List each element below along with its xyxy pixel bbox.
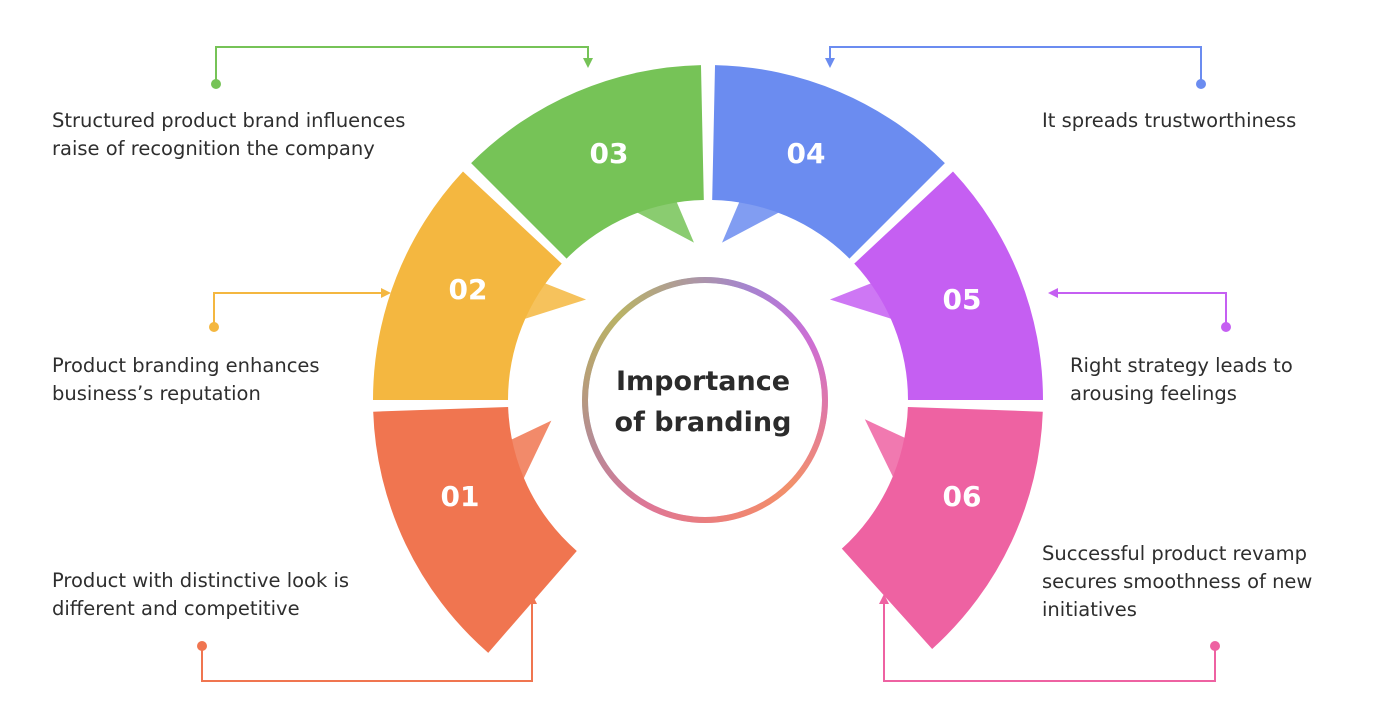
center-hub: Importance of branding <box>582 277 828 523</box>
connector-arrow-icon-02 <box>381 288 391 298</box>
segment-03 <box>471 65 704 259</box>
connector-dot-01 <box>197 641 207 651</box>
connector-dot-06 <box>1210 641 1220 651</box>
connector-line-05 <box>1052 292 1227 327</box>
connector-arrow-icon-05 <box>1048 288 1058 298</box>
segment-number-05: 05 <box>943 283 982 316</box>
segment-numbers: 01 02 03 04 05 06 <box>441 137 982 513</box>
connector-arrow-icon-03 <box>583 58 593 68</box>
connector-dot-03 <box>211 79 221 89</box>
segment-number-03: 03 <box>590 137 629 170</box>
segment-number-04: 04 <box>787 137 826 170</box>
segment-number-02: 02 <box>449 273 488 306</box>
center-title-line1: Importance <box>616 366 790 397</box>
connector-arrow-icon-01 <box>527 594 537 604</box>
segment-notch-01 <box>510 420 552 481</box>
segment-number-06: 06 <box>943 480 982 513</box>
connector-dot-02 <box>209 322 219 332</box>
connector-line-06 <box>883 600 1216 682</box>
segment-05 <box>854 171 1043 400</box>
connector-arrow-icon-06 <box>879 594 889 604</box>
segments <box>373 65 1043 653</box>
segment-notch-06 <box>864 419 907 479</box>
connector-dot-05 <box>1221 322 1231 332</box>
segment-04 <box>712 65 945 259</box>
connector-line-02 <box>213 292 387 327</box>
connector-line-04 <box>829 46 1202 84</box>
center-title-line2: of branding <box>615 407 792 438</box>
segment-notch-04 <box>722 200 781 243</box>
segment-06 <box>841 406 1043 649</box>
connector-arrow-icon-04 <box>825 58 835 68</box>
segment-notch-03 <box>635 200 694 243</box>
connector-dot-04 <box>1196 79 1206 89</box>
connector-line-03 <box>215 46 589 84</box>
connectors <box>197 46 1231 682</box>
segment-02 <box>373 171 562 400</box>
item-04-text: It spreads trustworthiness <box>1042 109 1297 132</box>
segment-01 <box>373 406 577 653</box>
segment-number-01: 01 <box>441 480 480 513</box>
connector-line-01 <box>201 600 533 682</box>
